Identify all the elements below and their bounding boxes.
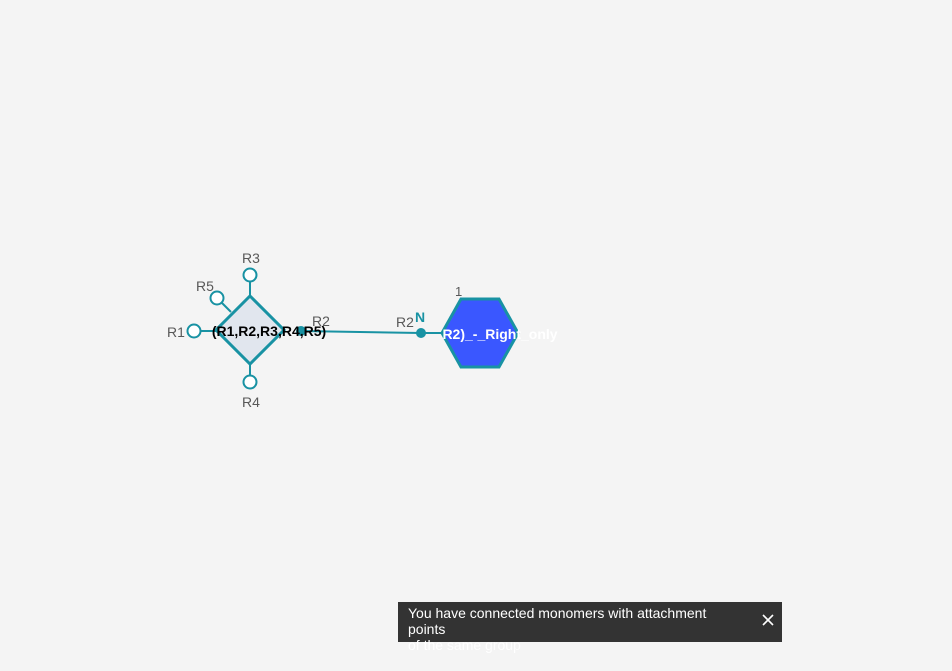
r4-label: R4	[242, 394, 260, 410]
bond-start-label: R2	[312, 313, 330, 329]
toast-message-line-2: of the same group	[408, 637, 521, 653]
peptide-monomer-label: R2)_-_Right_only	[442, 326, 557, 342]
bond-line[interactable]	[300, 330, 422, 334]
close-icon[interactable]	[760, 612, 776, 628]
peptide-monomer[interactable]: R2 N 1 R2)_-_Right_only	[396, 284, 558, 369]
r5-stub	[221, 302, 232, 313]
r3-label: R3	[242, 250, 260, 266]
peptide-monomer-shape[interactable]	[440, 297, 520, 369]
chem-monomer[interactable]: R1 R3 R4 R5 R2 (R1,R2,R3,R4,R5)	[167, 250, 330, 410]
bond-end-label: R2	[396, 314, 414, 330]
r1-label: R1	[167, 324, 185, 340]
r5-attachment-point[interactable]	[209, 290, 225, 306]
terminal-label: N	[415, 309, 425, 325]
r5-label: R5	[196, 278, 214, 294]
r4-attachment-point[interactable]	[242, 374, 258, 390]
notification-toast: You have connected monomers with attachm…	[398, 602, 782, 653]
r2-attachment-point[interactable]	[296, 326, 306, 336]
chem-monomer-label: (R1,R2,R3,R4,R5)	[212, 323, 326, 339]
peptide-r2-attachment-point[interactable]	[416, 328, 426, 338]
chem-monomer-shape[interactable]	[213, 293, 287, 367]
r3-attachment-point[interactable]	[242, 267, 258, 283]
toast-message-line-1: You have connected monomers with attachm…	[408, 605, 707, 637]
r1-attachment-point[interactable]	[186, 323, 202, 339]
monomer-index: 1	[455, 284, 462, 299]
